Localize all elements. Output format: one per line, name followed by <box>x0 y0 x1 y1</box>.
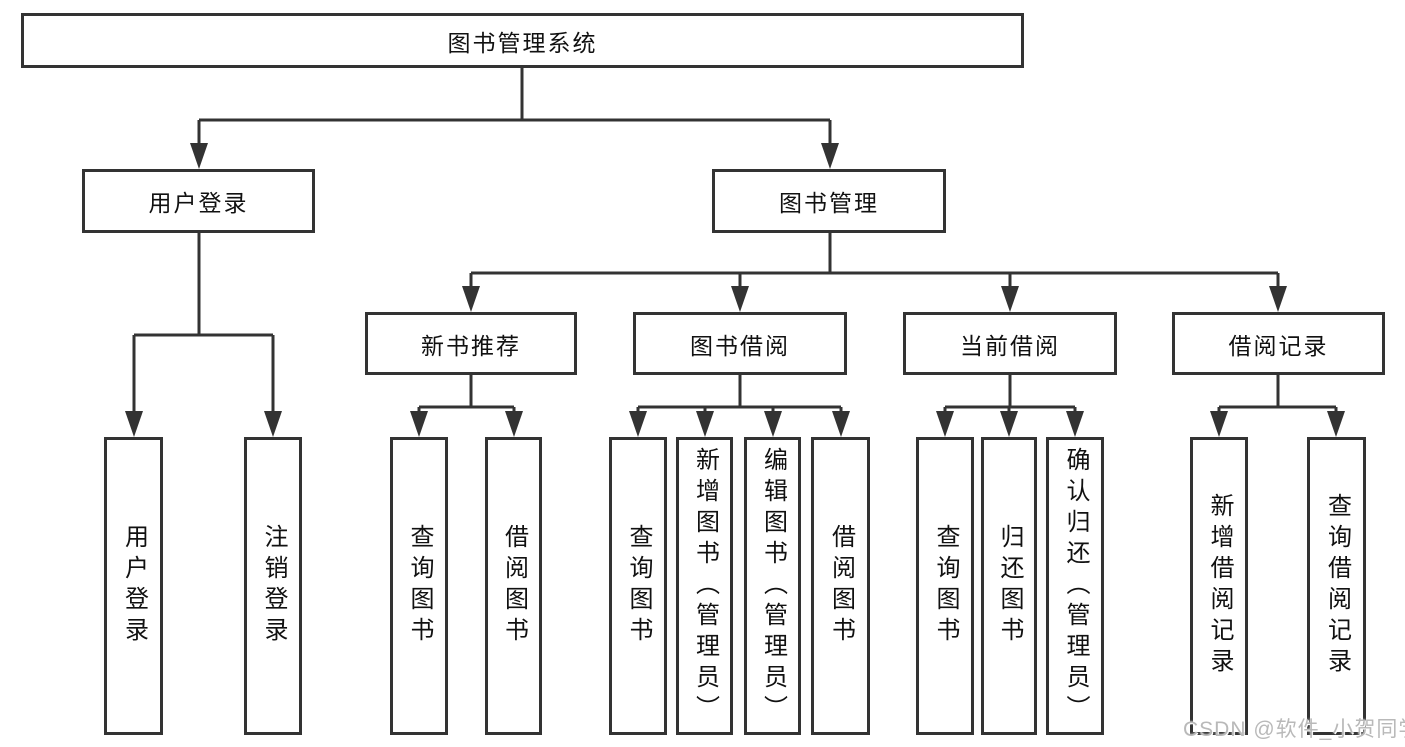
node-label: 借阅记录 <box>1228 332 1329 359</box>
node-label: 查询图书 <box>932 524 959 648</box>
leaf-edit-book-admin: 编辑图书（管理员） <box>744 437 801 735</box>
leaf-query-borrow-record: 查询借阅记录 <box>1307 437 1366 735</box>
leaf-query-books-recommend: 查询图书 <box>390 437 448 735</box>
node-label: 用户登录 <box>148 190 249 216</box>
node-label: 新增借阅记录 <box>1206 493 1233 679</box>
node-label: 借阅图书 <box>827 524 855 648</box>
node-label: 用户登录 <box>120 524 148 648</box>
node-label: 注销登录 <box>260 524 287 648</box>
node-label: 查询图书 <box>406 524 433 648</box>
leaf-query-books-current: 查询图书 <box>916 437 974 735</box>
leaf-user-login: 用户登录 <box>104 437 163 735</box>
node-label: 归还图书 <box>996 524 1023 648</box>
node-label: 图书管理系统 <box>447 29 598 56</box>
watermark: CSDN @软件_小贺同学 <box>1183 718 1405 741</box>
node-label: 当前借阅 <box>960 332 1060 359</box>
leaf-add-borrow-record: 新增借阅记录 <box>1190 437 1248 735</box>
node-label: 借阅图书 <box>500 524 528 648</box>
leaf-borrow-books-recommend: 借阅图书 <box>485 437 542 735</box>
node-label: 查询图书 <box>625 524 652 648</box>
node-new-book-recommendation: 新书推荐 <box>365 312 577 375</box>
node-current-borrowing: 当前借阅 <box>903 312 1117 375</box>
leaf-confirm-return-admin: 确认归还（管理员） <box>1046 437 1104 735</box>
node-label: 新增图书（管理员） <box>691 446 719 726</box>
leaf-return-books: 归还图书 <box>981 437 1037 735</box>
node-label: 新书推荐 <box>421 332 521 359</box>
leaf-add-book-admin: 新增图书（管理员） <box>676 437 733 735</box>
node-label: 查询借阅记录 <box>1323 493 1351 679</box>
node-label: 编辑图书（管理员） <box>759 446 787 726</box>
node-book-borrowing: 图书借阅 <box>633 312 847 375</box>
leaf-logout-login: 注销登录 <box>244 437 302 735</box>
node-library-system: 图书管理系统 <box>21 13 1024 68</box>
node-user-login: 用户登录 <box>82 169 315 233</box>
node-label: 图书管理 <box>779 190 879 216</box>
node-label: 图书借阅 <box>690 332 790 359</box>
node-label: 确认归还（管理员） <box>1062 446 1089 726</box>
node-borrowing-records: 借阅记录 <box>1172 312 1385 375</box>
leaf-query-books-borrowing: 查询图书 <box>609 437 667 735</box>
node-book-management: 图书管理 <box>712 169 946 233</box>
leaf-borrow-books-borrowing: 借阅图书 <box>811 437 870 735</box>
arrowheads <box>125 143 1345 437</box>
